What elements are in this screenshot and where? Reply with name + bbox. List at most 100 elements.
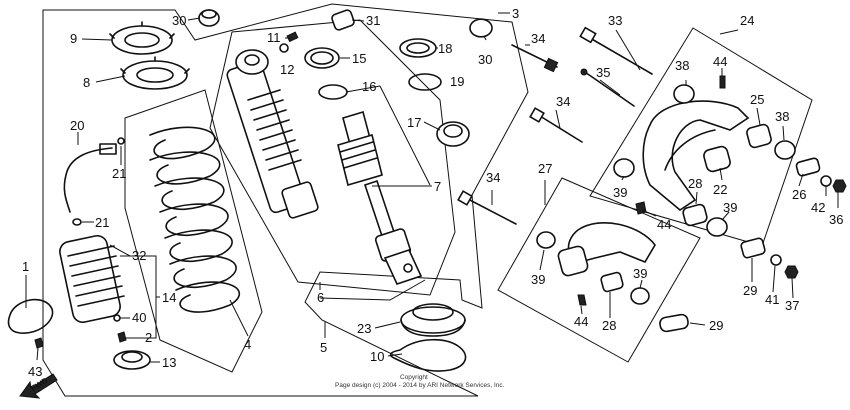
callout-31: 31	[366, 13, 380, 28]
part-28-collar-a	[682, 203, 708, 227]
part-44-nipple-b	[635, 201, 647, 215]
callout-34-a: 34	[531, 31, 545, 46]
part-18-ring-inner	[406, 42, 430, 54]
callout-17: 17	[407, 115, 421, 130]
callout-40: 40	[132, 310, 146, 325]
part-8-spring-seat	[120, 56, 190, 90]
part-35-bolt	[580, 68, 635, 107]
callout-24: 24	[740, 13, 754, 28]
callout-3: 3	[512, 6, 519, 21]
leader-lines	[25, 12, 839, 363]
part-44-nipple-a	[719, 75, 726, 89]
callout-labels: 30 31 3 9 8 11 12 15 18 16 19 17 7 30 34…	[22, 6, 843, 379]
callout-21-b: 21	[95, 215, 109, 230]
part-4-coil-spring	[149, 126, 241, 313]
callout-4: 4	[244, 337, 251, 352]
callout-2: 2	[145, 330, 152, 345]
part-12-cap	[279, 43, 289, 53]
part-25-collar	[746, 123, 772, 149]
part-21-washer-a	[117, 137, 125, 145]
part-34-bolt-b	[529, 107, 583, 143]
part-13-cap	[113, 350, 151, 370]
callout-44-b: 44	[657, 217, 671, 232]
part-30-collar	[198, 9, 220, 27]
callout-38-a: 38	[675, 58, 689, 73]
part-30-collar-b	[469, 18, 493, 38]
part-39-washer-d	[630, 287, 650, 305]
callout-8: 8	[83, 75, 90, 90]
outline-damper-group	[209, 19, 456, 296]
callout-11: 11	[267, 30, 281, 45]
part-7-damper	[337, 110, 423, 285]
part-26-collar	[795, 157, 821, 177]
callout-41: 41	[765, 292, 779, 307]
part-31-bushing	[331, 9, 355, 31]
callout-37: 37	[785, 298, 799, 313]
part-34-bolt-a	[511, 44, 559, 73]
outline-spring-group	[124, 89, 263, 373]
part-23-seat	[400, 303, 466, 337]
callout-23: 23	[357, 321, 371, 336]
part-39-washer-b	[706, 217, 728, 237]
callout-6: 6	[317, 290, 324, 305]
callout-10: 10	[370, 349, 384, 364]
callout-13: 13	[162, 355, 176, 370]
callout-5: 5	[320, 340, 327, 355]
callout-18: 18	[438, 41, 452, 56]
callout-30-a: 30	[172, 13, 186, 28]
callout-1: 1	[22, 259, 29, 274]
callout-39-a: 39	[613, 185, 627, 200]
callout-28-b: 28	[602, 318, 616, 333]
callout-14: 14	[162, 290, 176, 305]
callout-9: 9	[70, 31, 77, 46]
part-9-spring-seat	[109, 21, 175, 55]
part-18-ring	[399, 38, 437, 58]
part-22-bushing	[703, 145, 731, 173]
callout-26: 26	[792, 187, 806, 202]
part-21-washer-b	[72, 218, 82, 226]
part-shock-body	[226, 49, 319, 219]
part-10-stopper	[389, 338, 467, 372]
callout-20: 20	[70, 118, 84, 133]
footer-page-design: Page design (c) 2004 - 2014 by ARI Netwo…	[335, 382, 505, 389]
callout-33: 33	[608, 13, 622, 28]
callout-36: 36	[829, 212, 843, 227]
part-24-upper-arm	[642, 100, 750, 211]
callout-39-d: 39	[633, 266, 647, 281]
callout-29-b: 29	[709, 318, 723, 333]
callout-42: 42	[811, 200, 825, 215]
outline-shock-assembly	[42, 3, 529, 397]
part-39-washer-a	[613, 158, 635, 178]
callout-44-c: 44	[574, 314, 588, 329]
callout-29-a: 29	[743, 283, 757, 298]
part-42-nut	[820, 175, 832, 187]
callout-28-a: 28	[688, 176, 702, 191]
callout-34-c: 34	[486, 170, 500, 185]
footer-copyright: Copyright	[400, 374, 428, 381]
part-20-hose	[63, 147, 113, 213]
part-37-nut	[784, 265, 799, 279]
callout-22: 22	[713, 182, 727, 197]
part-34-bolt-c	[457, 190, 517, 225]
part-39-washer-c	[536, 231, 556, 249]
part-44-nipple-c	[577, 294, 587, 306]
callout-30-b: 30	[478, 52, 492, 67]
part-43-bolt	[34, 337, 44, 349]
part-36-nut	[832, 179, 847, 193]
part-20-hose-fitting	[99, 143, 117, 155]
part-38-bushing-a	[673, 84, 695, 104]
part-1-clamp	[7, 298, 54, 334]
callout-39-c: 39	[531, 272, 545, 287]
callout-12: 12	[280, 62, 294, 77]
part-33-bolt	[579, 26, 653, 75]
part-11-nipple	[286, 31, 299, 43]
part-29-pipe-a	[740, 237, 766, 259]
callout-21-a: 21	[112, 166, 126, 181]
callout-34-b: 34	[556, 94, 570, 109]
callout-44-a: 44	[713, 54, 727, 69]
part-16-ring	[318, 84, 348, 100]
part-41-nut	[770, 254, 782, 266]
part-40-oring	[113, 314, 121, 322]
part-38-bushing-b	[774, 140, 796, 160]
